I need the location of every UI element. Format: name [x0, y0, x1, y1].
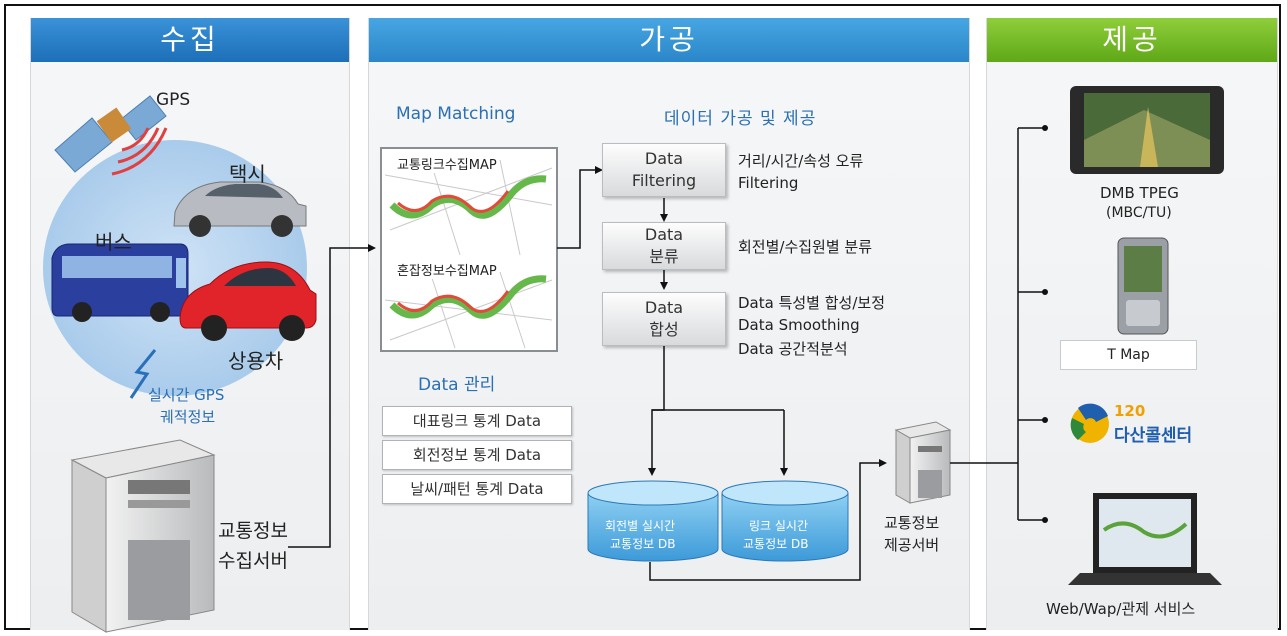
step-classify-line2: 분류 [649, 247, 679, 266]
provide-server-label-2: 제공서버 [884, 536, 940, 554]
desc-merge-2: Data Smoothing [738, 316, 860, 334]
collect-server-label-2: 수집서버 [218, 550, 288, 572]
provide-header: 제공 [987, 18, 1277, 62]
commercial-car-icon [179, 261, 317, 341]
step-filtering: Data Filtering [602, 143, 726, 197]
tmap-label-box: T Map [1060, 340, 1197, 370]
map1-label: 교통링크수집MAP [395, 154, 499, 173]
realtime-gps-label: 실시간 GPS [148, 386, 225, 404]
step-merge-line2: 합성 [649, 320, 679, 339]
connector-map-to-filter [557, 169, 598, 249]
dmb-device-icon [1070, 86, 1224, 174]
taxi-icon [173, 181, 307, 237]
step-classify: Data 분류 [602, 222, 726, 270]
provide-server-icon [894, 421, 952, 504]
step-merge-line1: Data [644, 298, 684, 317]
call-center-logo [1070, 403, 1109, 443]
connector-db-to-server [649, 462, 882, 581]
satellite-icon [54, 95, 168, 176]
map2-label: 혼잡정보수집MAP [395, 260, 499, 279]
step-filtering-line2: Filtering [631, 171, 697, 190]
call-center-name: 다산콜센터 [1114, 426, 1193, 446]
desc-filtering-2: Filtering [738, 174, 799, 192]
provide-server-label-1: 교통정보 [884, 514, 940, 532]
taxi-label: 택시 [229, 162, 266, 186]
desc-merge-3: Data 공간적분석 [738, 340, 848, 358]
connector-merge-to-db [651, 345, 665, 470]
trajectory-label: 궤적정보 [160, 408, 216, 426]
connector-collect-to-map [288, 247, 372, 548]
db2-label-1: 링크 실시간 [749, 519, 809, 533]
db1-label-1: 회전별 실시간 [605, 519, 676, 533]
laptop-icon [1068, 493, 1222, 585]
section-title: 데이터 가공 및 제공 [664, 109, 817, 129]
process-header: 가공 [369, 18, 969, 62]
collection-server-icon [70, 439, 216, 633]
desc-classify: 회전별/수집원별 분류 [738, 238, 873, 256]
web-service-label: Web/Wap/관제 서비스 [1046, 600, 1196, 618]
collect-header: 수집 [31, 18, 349, 62]
mgmt-item-2: 회전정보 통계 Data [382, 440, 572, 470]
map-matching-title: Map Matching [396, 104, 516, 124]
mgmt-item-1: 대표링크 통계 Data [382, 406, 572, 436]
map-matching-panel [380, 147, 558, 352]
gps-label: GPS [156, 90, 191, 110]
signal-icon [129, 349, 157, 399]
collect-server-label-1: 교통정보 [218, 520, 288, 542]
tmap-label: T Map [1107, 347, 1150, 363]
desc-filtering-1: 거리/시간/속성 오류 [738, 152, 864, 170]
db2-label-2: 교통정보 DB [743, 537, 809, 551]
db-realtime-link [721, 480, 849, 562]
bus-icon [51, 243, 189, 322]
step-classify-line1: Data [644, 225, 684, 244]
step-merge: Data 합성 [602, 292, 726, 346]
desc-merge-1: Data 특성별 합성/보정 [738, 294, 886, 312]
dmb-label-2: (MBC/TU) [1106, 205, 1172, 221]
mgmt-item-3: 날씨/패턴 통계 Data [382, 474, 572, 504]
dmb-label-1: DMB TPEG [1100, 184, 1179, 202]
step-filtering-line1: Data [644, 149, 684, 168]
db1-label-2: 교통정보 DB [610, 537, 676, 551]
commercial-label: 상용차 [228, 349, 284, 373]
bus-label: 버스 [95, 230, 132, 254]
call-center-number: 120 [1114, 402, 1146, 420]
phone-icon [1117, 237, 1169, 335]
db-realtime-turn [587, 480, 719, 562]
data-mgmt-title: Data 관리 [418, 375, 496, 395]
